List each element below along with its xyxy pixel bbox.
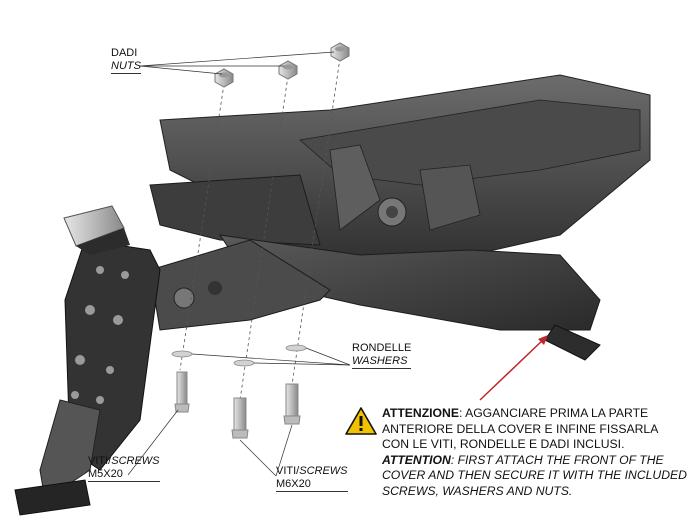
warning-text: ATTENZIONE: AGGANCIARE PRIMA LA PARTE AN…: [382, 406, 687, 499]
washers-label-en: WASHERS: [352, 355, 412, 369]
nut: [214, 68, 234, 88]
warning-en-text: : FIRST ATTACH THE FRONT OF THE COVER AN…: [382, 452, 687, 498]
nuts-label-en: NUTS: [111, 60, 141, 74]
nuts-label: DADI NUTS: [111, 47, 141, 74]
washers-label: RONDELLE WASHERS: [352, 342, 412, 369]
nuts: [214, 42, 350, 88]
screws-m5-size: M5X20: [88, 468, 160, 482]
warning-triangle-icon: [345, 407, 377, 435]
screws: [174, 371, 301, 439]
under-cover: [149, 174, 601, 361]
washer: [285, 344, 307, 352]
warning-en: ATTENTION: FIRST ATTACH THE FRONT OF THE…: [382, 453, 687, 500]
screw-m6: [231, 397, 249, 439]
warning-it-title: ATTENZIONE: [382, 406, 459, 420]
screws-m6-size: M6X20: [276, 478, 348, 492]
screw-m5: [174, 371, 190, 413]
license-light: [63, 205, 130, 255]
washer: [233, 359, 255, 367]
screws-m5-label-it: VITI/: [88, 455, 112, 467]
nuts-label-it: DADI: [111, 47, 138, 59]
warning-it: ATTENZIONE: AGGANCIARE PRIMA LA PARTE AN…: [382, 406, 687, 453]
leader-lines: [127, 51, 351, 477]
nut: [330, 42, 350, 62]
license-plate-bracket: [14, 239, 331, 516]
warning-en-title: ATTENTION: [382, 452, 451, 467]
assembly-lines: [179, 57, 341, 401]
warning-it-text: : AGGANCIARE PRIMA LA PARTE ANTERIORE DE…: [382, 406, 658, 451]
screws-m6-label-en: SCREWS: [299, 465, 348, 477]
washer: [171, 350, 193, 358]
screws-m6-label: VITI/SCREWS M6X20: [276, 465, 348, 492]
screw-m6: [283, 383, 301, 425]
screws-m6-label-it: VITI/: [276, 465, 300, 477]
nut: [278, 60, 298, 80]
washers-label-it: RONDELLE: [352, 342, 412, 354]
washers: [171, 344, 307, 367]
red-arrow: [479, 335, 548, 401]
screws-m5-label: VITI/SCREWS M5X20: [88, 455, 160, 482]
screws-m5-label-en: SCREWS: [111, 455, 160, 467]
